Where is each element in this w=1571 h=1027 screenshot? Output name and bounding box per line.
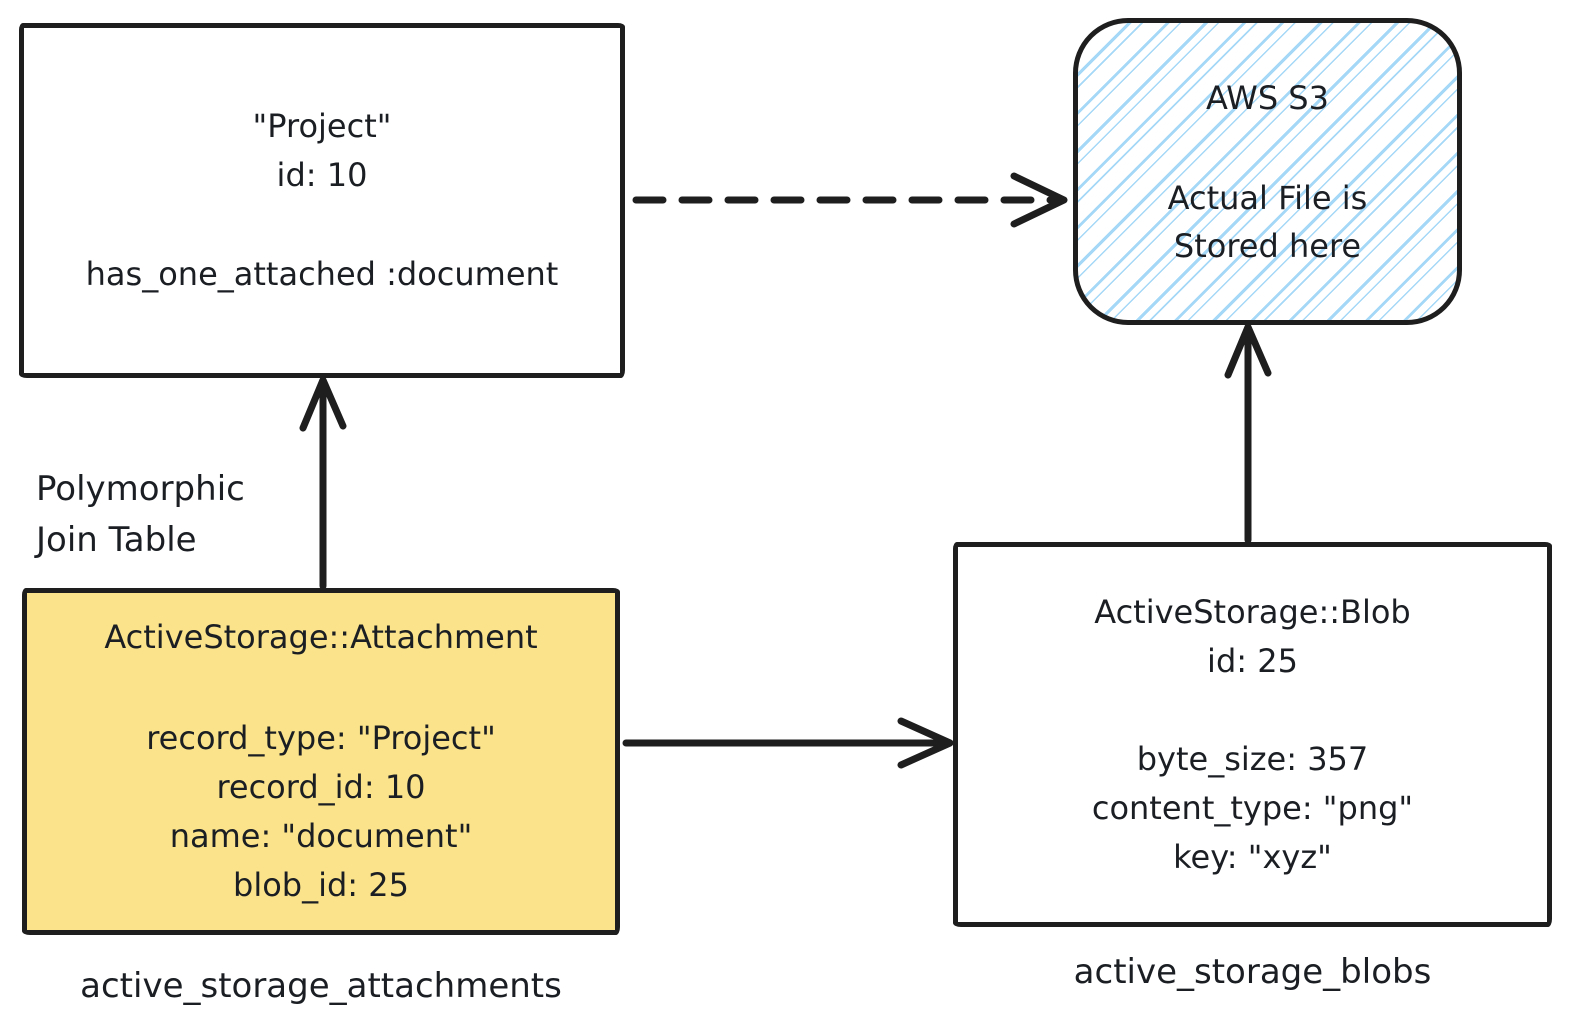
polymorphic-note-line1: Polymorphic <box>36 469 245 509</box>
attachment-field-record-id: record_id: 10 <box>216 768 426 806</box>
arrow-attachment-to-project <box>299 376 347 590</box>
s3-note-line2: Stored here <box>1173 226 1362 265</box>
project-association: has_one_attached :document <box>86 250 559 299</box>
aws-s3-box: AWS S3 Actual File is Stored here <box>1073 18 1462 325</box>
blob-id: id: 25 <box>1207 641 1298 680</box>
blob-field-byte-size: byte_size: 357 <box>1136 739 1369 778</box>
blob-field-key: key: "xyz" <box>1173 837 1332 876</box>
project-identity: "Project" id: 10 <box>253 102 392 200</box>
blobs-table-label: active_storage_blobs <box>1073 952 1432 992</box>
attachment-field-blob-id: blob_id: 25 <box>233 866 409 904</box>
blob-model-box: ActiveStorage::Blob id: 25 byte_size: 35… <box>953 542 1552 927</box>
dashed-arrow-project-to-s3 <box>632 172 1068 228</box>
s3-note-line1: Actual File is <box>1167 178 1368 217</box>
blob-fields: byte_size: 357 content_type: "png" key: … <box>1092 735 1413 882</box>
s3-note-block: Actual File is Stored here <box>1168 174 1368 270</box>
blob-field-content-type: content_type: "png" <box>1091 788 1414 827</box>
attachment-fields: record_type: "Project" record_id: 10 nam… <box>146 714 496 910</box>
attachment-title: ActiveStorage::Attachment <box>104 618 538 656</box>
attachments-table-label: active_storage_attachments <box>80 966 562 1006</box>
blob-title: ActiveStorage::Blob <box>1094 592 1411 631</box>
s3-title: AWS S3 <box>1206 78 1329 117</box>
s3-title-block: AWS S3 <box>1206 74 1329 122</box>
arrow-attachment-to-blob <box>622 717 954 769</box>
attachment-model-box: ActiveStorage::Attachment record_type: "… <box>22 588 620 935</box>
project-id: id: 10 <box>276 156 368 194</box>
polymorphic-note-line2: Join Table <box>36 520 197 560</box>
arrow-blob-to-s3 <box>1224 323 1272 544</box>
project-model-box: "Project" id: 10 has_one_attached :docum… <box>19 23 625 378</box>
polymorphic-join-table-note: Polymorphic Join Table <box>36 464 245 566</box>
blob-identity: ActiveStorage::Blob id: 25 <box>1094 588 1410 686</box>
project-name: "Project" <box>252 107 392 145</box>
attachment-field-record-type: record_type: "Project" <box>146 719 496 757</box>
attachment-field-name: name: "document" <box>169 817 473 855</box>
attachment-title-block: ActiveStorage::Attachment <box>104 613 537 662</box>
project-association-line: has_one_attached :document <box>85 255 559 293</box>
